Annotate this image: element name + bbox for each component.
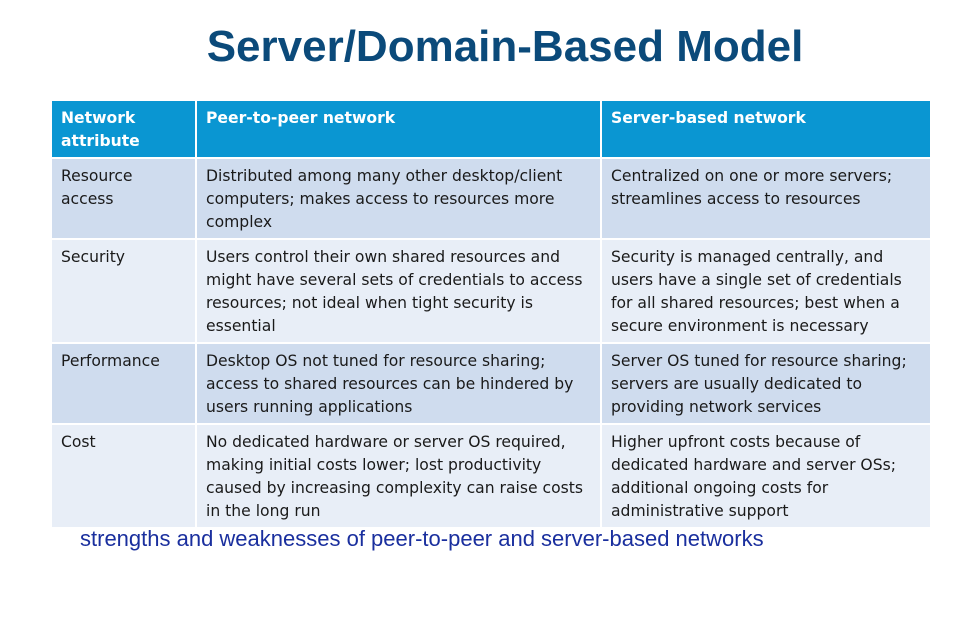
table-row: Resource access Distributed among many o… (50, 157, 932, 240)
row-server-cell: Server OS tuned for resource sharing; se… (600, 342, 932, 425)
row-attribute: Security (50, 238, 197, 344)
row-peer-cell: Desktop OS not tuned for resource sharin… (195, 342, 602, 425)
header-network-attribute: Network attribute (50, 99, 197, 159)
table-row: Performance Desktop OS not tuned for res… (50, 342, 932, 425)
row-peer-cell: Distributed among many other desktop/cli… (195, 157, 602, 240)
row-attribute: Cost (50, 423, 197, 529)
row-peer-cell: No dedicated hardware or server OS requi… (195, 423, 602, 529)
row-attribute: Resource access (50, 157, 197, 240)
slide-caption: strengths and weaknesses of peer-to-peer… (80, 526, 764, 551)
row-attribute: Performance (50, 342, 197, 425)
row-peer-cell: Users control their own shared resources… (195, 238, 602, 344)
slide-title: Server/Domain-Based Model (206, 22, 804, 71)
row-server-cell: Higher upfront costs because of dedicate… (600, 423, 932, 529)
table-row: Security Users control their own shared … (50, 238, 932, 344)
header-server-based: Server-based network (600, 99, 932, 159)
comparison-table: Network attribute Peer-to-peer network S… (50, 99, 932, 529)
table-row: Cost No dedicated hardware or server OS … (50, 423, 932, 529)
header-peer-to-peer: Peer-to-peer network (195, 99, 602, 159)
row-server-cell: Centralized on one or more servers; stre… (600, 157, 932, 240)
row-server-cell: Security is managed centrally, and users… (600, 238, 932, 344)
table-header-row: Network attribute Peer-to-peer network S… (50, 99, 932, 159)
